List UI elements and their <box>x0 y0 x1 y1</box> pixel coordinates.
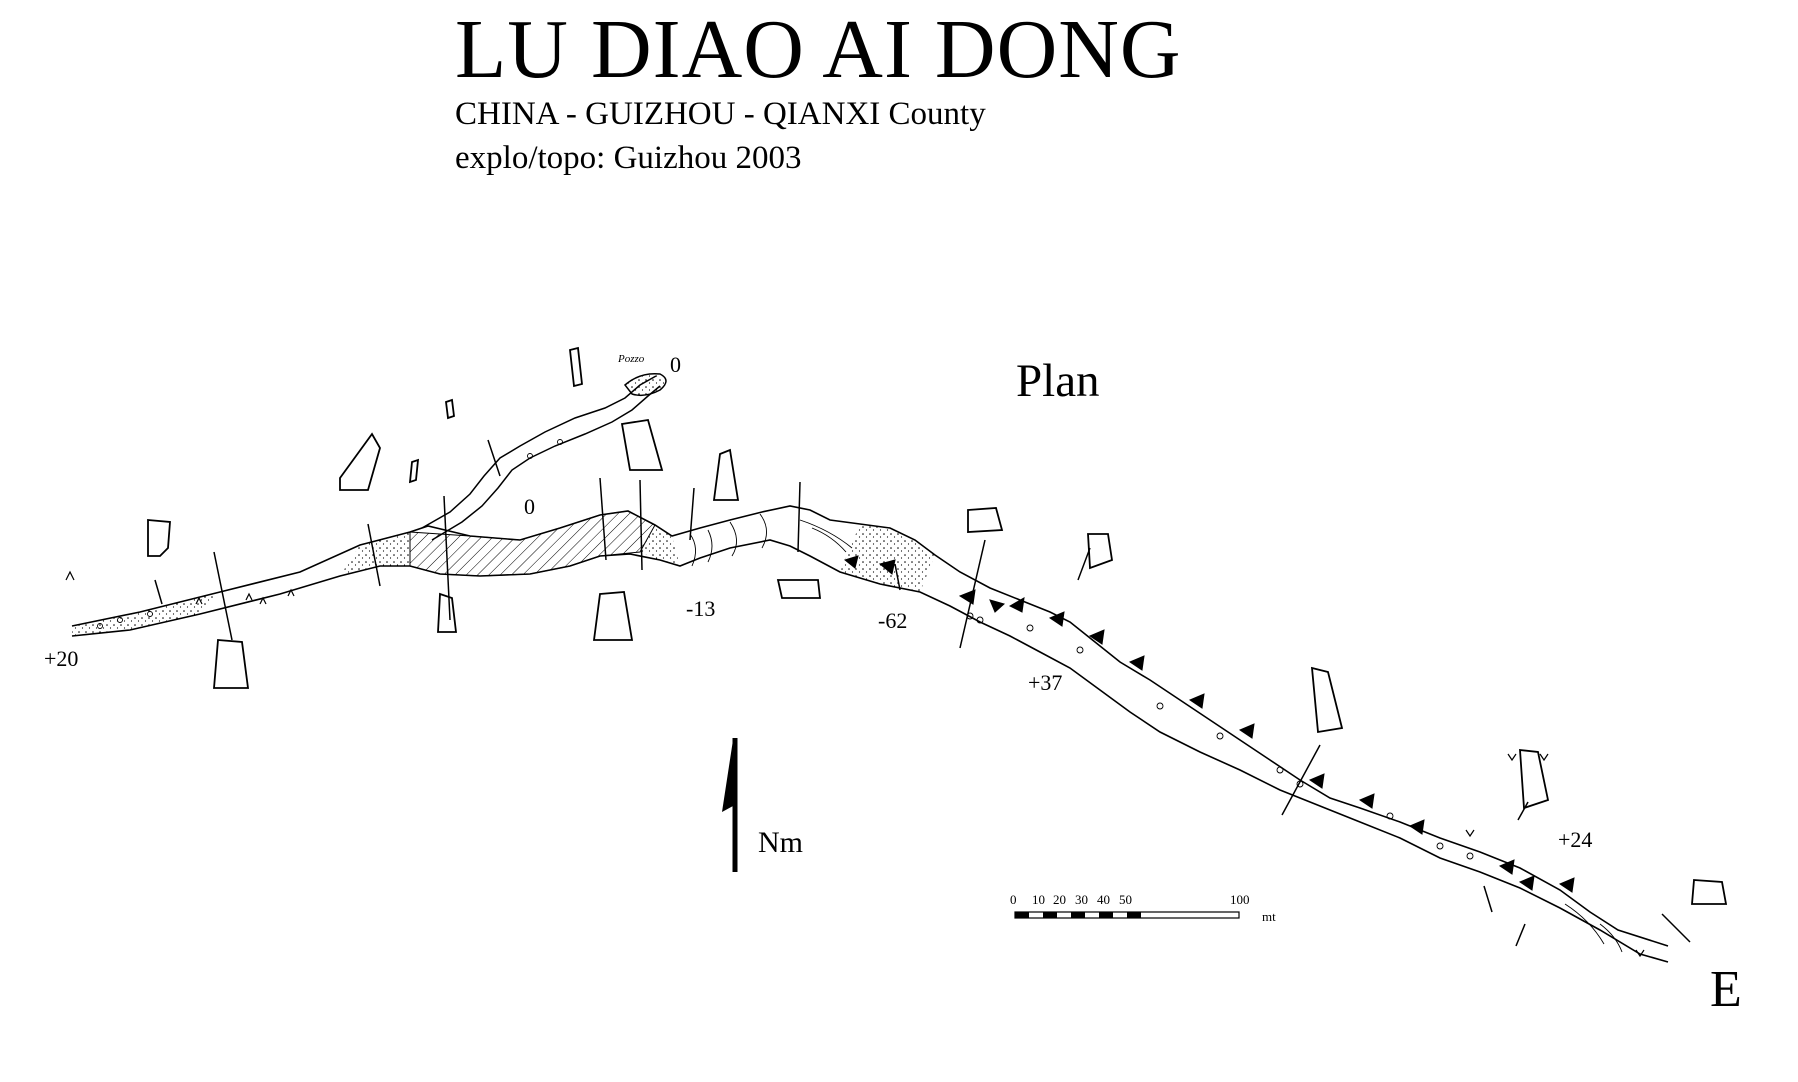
depth-label-minus-62: -62 <box>878 608 907 633</box>
boulders <box>843 555 1575 893</box>
entrance-label: E <box>1710 961 1742 1018</box>
sediment-westend <box>72 592 220 636</box>
scale-tick-30: 30 <box>1075 892 1088 907</box>
depth-label-lake-zero: 0 <box>524 494 535 519</box>
depth-label-minus-13: -13 <box>686 596 715 621</box>
scale-tick-20: 20 <box>1053 892 1066 907</box>
north-arrow-icon <box>722 738 738 872</box>
map-credits: explo/topo: Guizhou 2003 <box>455 140 802 176</box>
plan-label: Plan <box>1016 355 1100 407</box>
ground-symbols <box>65 570 1645 958</box>
sediment-west <box>340 532 410 576</box>
cross-section-profiles <box>147 346 1728 905</box>
pit-branch <box>421 372 667 541</box>
scale-tick-0: 0 <box>1010 892 1017 907</box>
pebbles <box>97 439 1474 860</box>
scale-tick-40: 40 <box>1097 892 1110 907</box>
north-arrow-label: Nm <box>758 826 803 859</box>
depth-label-west-end: +20 <box>44 646 78 671</box>
depth-label-plus-37: +37 <box>1028 670 1062 695</box>
section-lines <box>154 439 1691 947</box>
sediment-mid <box>640 525 680 566</box>
scale-tick-10: 10 <box>1032 892 1045 907</box>
depth-label-plus-24: +24 <box>1558 827 1592 852</box>
scale-tick-100: 100 <box>1230 892 1250 907</box>
map-title: LU DIAO AI DONG <box>455 3 1182 96</box>
pit-label: Pozzo <box>617 353 645 365</box>
sediment-east <box>840 524 935 592</box>
scale-bar <box>1014 911 1240 919</box>
slope-contours <box>689 513 1623 953</box>
depth-label-pit-zero: 0 <box>670 352 681 377</box>
map-subtitle: CHINA - GUIZHOU - QIANXI County <box>455 96 986 132</box>
scale-unit: mt <box>1262 909 1276 924</box>
scale-tick-50: 50 <box>1119 892 1132 907</box>
